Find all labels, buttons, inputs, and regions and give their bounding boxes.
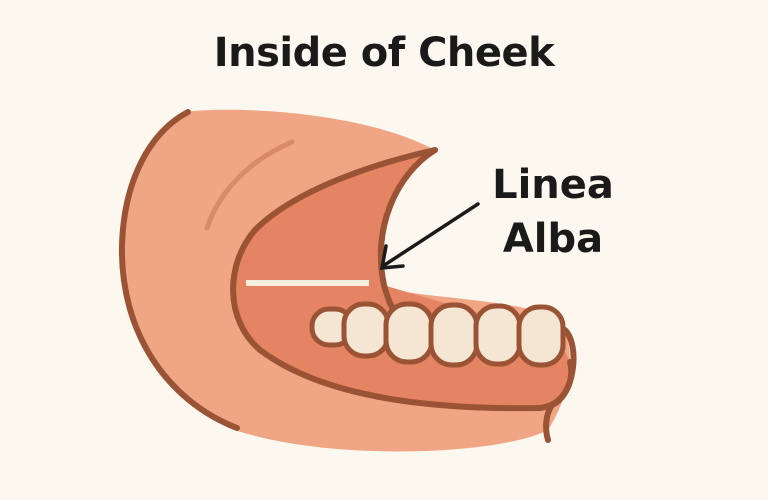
tooth: [516, 304, 566, 368]
label-line-1: Linea: [492, 162, 614, 208]
teeth: [309, 301, 566, 368]
diagram-title: Inside of Cheek: [213, 30, 555, 76]
linea-alba-label: Linea Alba: [478, 158, 628, 266]
cheek-outline-left: [118, 109, 240, 431]
label-line-2: Alba: [502, 216, 604, 262]
lip-edge: [543, 327, 577, 443]
pointer-arrow: [379, 202, 480, 270]
tooth: [473, 303, 523, 367]
cheek-crease: [204, 139, 295, 231]
tooth: [428, 302, 480, 368]
tooth: [383, 301, 435, 365]
inner-cheek-outline: [230, 147, 575, 412]
tooth: [341, 301, 391, 359]
